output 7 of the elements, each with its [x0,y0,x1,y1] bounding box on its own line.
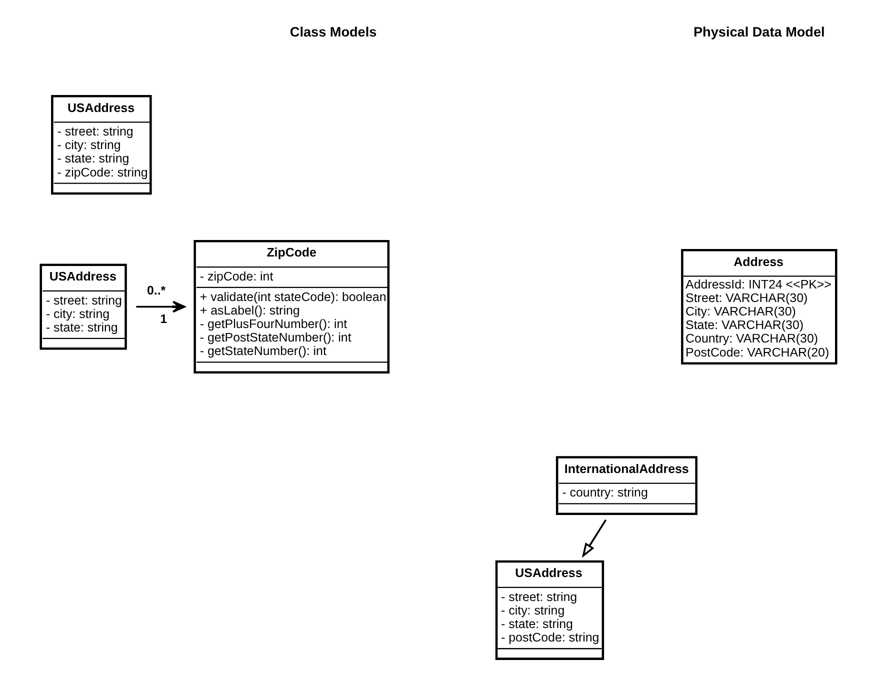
label: 0..* [146,282,166,297]
label: 1 [160,312,167,326]
arrow [136,300,185,312]
arrow [581,518,606,558]
label: Physical Data Model [693,24,824,39]
label: Class Models [289,24,376,39]
node-box: USAddress - street: string - city: string - state: string - postCode: string [494,560,604,660]
